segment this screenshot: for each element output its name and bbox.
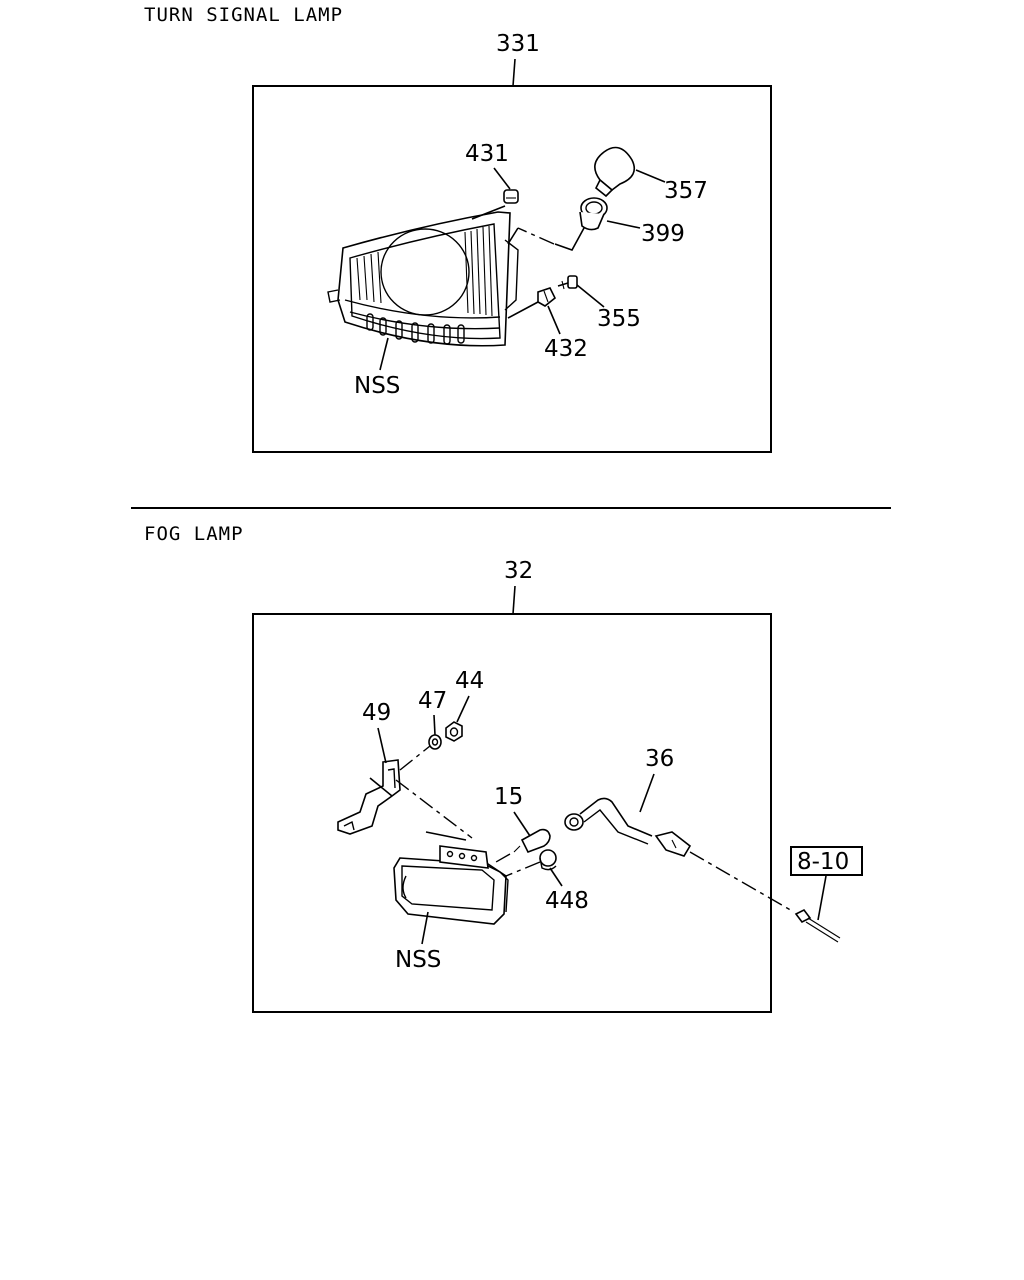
part-448-socket bbox=[539, 849, 557, 871]
fog-lamp-body bbox=[393, 845, 509, 925]
leader-49 bbox=[377, 727, 387, 764]
part-47-washer bbox=[428, 734, 442, 750]
callout-nss-turn-signal[interactable]: NSS bbox=[354, 373, 400, 399]
assembly-line-bracket-washer bbox=[399, 745, 431, 771]
leader-nss-turn-signal bbox=[379, 337, 389, 371]
leader-8-10 bbox=[817, 875, 827, 921]
part-49-bracket bbox=[337, 759, 401, 835]
leader-331 bbox=[512, 58, 516, 87]
leader-15 bbox=[513, 811, 531, 837]
leader-line-432-to-lens bbox=[507, 301, 539, 319]
leader-357 bbox=[635, 169, 666, 183]
callout-15[interactable]: 15 bbox=[494, 784, 523, 810]
callout-nss-fog[interactable]: NSS bbox=[395, 947, 441, 973]
part-357-bulb bbox=[594, 146, 636, 198]
leader-431 bbox=[493, 167, 511, 190]
assembly-line-bracket-lamp bbox=[395, 779, 473, 839]
ref-8-10-box bbox=[790, 846, 863, 876]
leader-355 bbox=[576, 284, 605, 308]
part-399-socket bbox=[579, 197, 608, 231]
callout-432[interactable]: 432 bbox=[544, 336, 588, 362]
part-355-screw bbox=[557, 275, 578, 290]
assembly-line-harness bbox=[689, 851, 795, 913]
part-431-clip bbox=[503, 189, 519, 204]
assembly-line-socket-lamp bbox=[505, 861, 541, 877]
turn-signal-lamp-title: TURN SIGNAL LAMP bbox=[144, 4, 343, 26]
part-36-harness bbox=[564, 797, 692, 857]
leader-32 bbox=[512, 585, 516, 615]
bracket-bolt-line bbox=[369, 777, 393, 797]
callout-357[interactable]: 357 bbox=[664, 178, 708, 204]
part-432-clip bbox=[537, 287, 557, 307]
leader-nss-fog bbox=[421, 911, 429, 945]
callout-32[interactable]: 32 bbox=[504, 558, 533, 584]
callout-448[interactable]: 448 bbox=[545, 888, 589, 914]
turn-signal-lamp-frame bbox=[252, 85, 772, 453]
callout-399[interactable]: 399 bbox=[641, 221, 685, 247]
fog-lamp-frame bbox=[252, 613, 772, 1013]
turn-signal-lens bbox=[327, 211, 519, 347]
leader-44 bbox=[456, 695, 470, 723]
lamp-bracket-line bbox=[425, 831, 467, 841]
callout-355[interactable]: 355 bbox=[597, 306, 641, 332]
callout-431[interactable]: 431 bbox=[465, 141, 509, 167]
callout-47[interactable]: 47 bbox=[418, 688, 447, 714]
leader-432 bbox=[547, 305, 561, 335]
assembly-line-bulb bbox=[495, 853, 511, 863]
turn-signal-lamp-section: TURN SIGNAL LAMP 331 bbox=[144, 4, 772, 453]
socket-wire bbox=[554, 227, 585, 251]
fog-lamp-section: FOG LAMP 32 49 47 44 bbox=[144, 523, 863, 1013]
callout-44[interactable]: 44 bbox=[455, 668, 484, 694]
assembly-line-socket bbox=[517, 227, 555, 245]
external-harness-connector bbox=[794, 908, 841, 943]
fog-lamp-title: FOG LAMP bbox=[144, 523, 244, 545]
part-15-bulb bbox=[513, 828, 551, 854]
leader-line-431-to-lens bbox=[471, 205, 506, 220]
callout-331[interactable]: 331 bbox=[496, 31, 540, 57]
part-44-nut bbox=[445, 721, 463, 742]
leader-36 bbox=[639, 773, 655, 813]
leader-448 bbox=[549, 867, 563, 887]
leader-399 bbox=[606, 220, 641, 229]
callout-8-10[interactable]: 8-10 bbox=[797, 849, 849, 875]
assembly-line-socket-end bbox=[507, 227, 519, 245]
leader-47 bbox=[433, 714, 436, 736]
callout-36[interactable]: 36 bbox=[645, 746, 674, 772]
callout-49[interactable]: 49 bbox=[362, 700, 391, 726]
